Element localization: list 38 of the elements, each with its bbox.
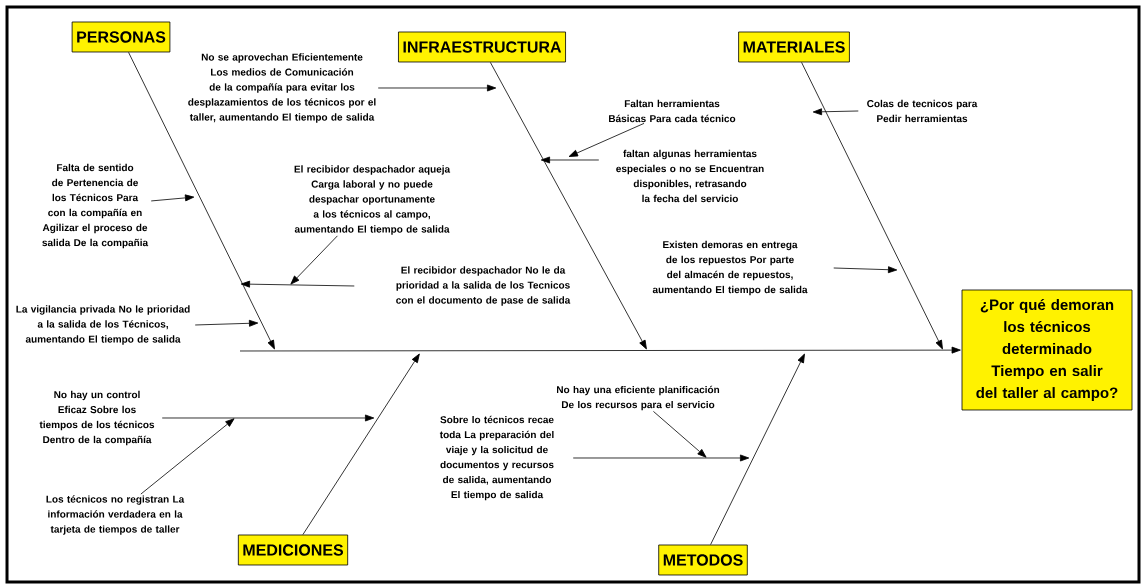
category-box: METODOS — [658, 544, 748, 576]
cause-arrow — [572, 454, 750, 462]
category-box: MEDICIONES — [237, 534, 349, 566]
bone-arrow — [128, 52, 275, 350]
cause-text: Los técnicos no registran La información verdadera en la tarjeta de tiempos de taller — [46, 495, 185, 535]
effect-box: ¿Por qué demoran los técnicos determinado Tiempo en salir del taller al campo? — [961, 289, 1133, 411]
cause-text: Faltan herramientas Básicas Para cada técnico — [609, 99, 736, 123]
category-box: PERSONAS — [71, 21, 171, 53]
cause-arrow — [161, 414, 375, 422]
cause-text: El recibidor despachador aqueja Carga laboral y no puede despachar oportunamente a los técnicos al campo, aumentando El tiempo de salida — [294, 165, 451, 235]
cause-text: La vigilancia privada No le prioridad a la salida de los Técnicos, aumentando El tiempo de salida — [16, 305, 190, 345]
cause-text: Falta de sentido de Pertenencia de los Técnicos Para con la compañía en Agilizar el proceso de salida De la compañia — [42, 163, 149, 249]
cause-text: No hay una eficiente planificación De los recursos para el servicio — [557, 385, 720, 411]
cause-text: El recibidor despachador No le da prioridad a la salida de los Tecnicos con el documento de pase de salida — [396, 266, 571, 306]
cause-arrow — [653, 411, 707, 458]
cause-arrow — [568, 122, 645, 157]
cause-arrow — [377, 84, 497, 92]
category-box: INFRAESTRUCTURA — [398, 31, 566, 63]
cause-arrow — [812, 108, 859, 116]
bone-arrow — [801, 62, 943, 350]
cause-text: faltan algunas herramientas especiales o no se Encuentran disponibles, retrasando la fecha del servicio — [616, 149, 764, 203]
bone-arrow — [490, 62, 647, 350]
cause-arrow — [194, 319, 259, 327]
cause-text: No se aprovechan Eficientemente Los medios de Comunicación de la compañía para evitar los desplazamientos de los técnicos por el taller, aumentando El tiempo de salida — [188, 53, 376, 123]
cause-arrow — [140, 418, 235, 495]
spine-arrow — [239, 346, 961, 354]
cause-arrow — [240, 280, 355, 288]
bone-arrow — [710, 353, 805, 545]
cause-text: Existen demoras en entrega de los repuestos Por parte del almacén de repuestos, aumentando El tiempo de salida — [652, 240, 808, 296]
cause-text: No hay un control Eficaz Sobre los tiempos de los técnicos Dentro de la compañía — [39, 390, 155, 446]
category-box: MATERIALES — [738, 31, 850, 63]
cause-arrow — [540, 156, 600, 164]
cause-arrow — [833, 266, 898, 274]
cause-arrow — [290, 235, 338, 285]
cause-text: Sobre lo técnicos recae toda La preparación del viaje y la solicitud de documentos y recursos de salida, aumentando El tiempo de salida — [439, 415, 554, 501]
bone-arrow — [302, 353, 420, 535]
cause-text: Colas de tecnicos para Pedir herramientas — [867, 99, 978, 123]
cause-arrow — [150, 194, 195, 202]
